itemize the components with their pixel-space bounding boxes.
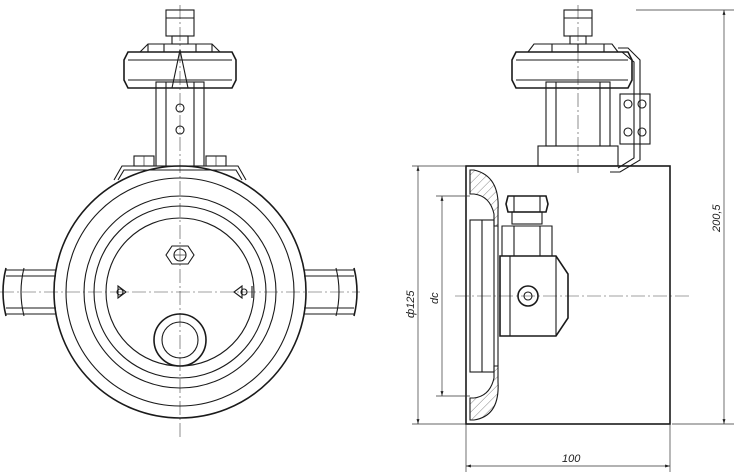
hex-nut (165, 245, 195, 265)
right-pipe (304, 267, 358, 317)
dimension-diameter: ф125 (405, 165, 466, 425)
dc-dimension-label: dc (429, 292, 441, 304)
dimension-height: 200,5 (636, 9, 734, 425)
dimension-width: 100 (465, 424, 671, 472)
port-circle-outer (153, 313, 207, 367)
side-neck (537, 81, 619, 167)
inner-ring-circle (93, 205, 267, 379)
port-circle-inner (161, 321, 199, 359)
right-pin (233, 284, 253, 300)
front-view (0, 5, 360, 440)
middle-ring-circle (83, 195, 277, 389)
left-pin (116, 284, 127, 300)
width-dimension-label: 100 (562, 453, 581, 465)
side-bracket (610, 47, 651, 173)
section-hatch-upper (469, 169, 499, 227)
diameter-dimension-label: ф125 (405, 290, 417, 318)
side-top-fitting (563, 9, 593, 45)
side-view: 200,5 ф125 dc 100 (405, 5, 734, 472)
top-fitting (165, 9, 195, 45)
left-pipe (2, 267, 56, 317)
valve-fitting (499, 195, 569, 337)
outer-ring-circle (65, 177, 295, 407)
stem (155, 81, 205, 167)
height-dimension-label: 200,5 (711, 204, 723, 233)
dimension-dc: dc (429, 195, 470, 397)
side-handwheel (511, 43, 633, 89)
pointer-needle (171, 49, 189, 89)
section-hatch-lower (469, 365, 499, 421)
